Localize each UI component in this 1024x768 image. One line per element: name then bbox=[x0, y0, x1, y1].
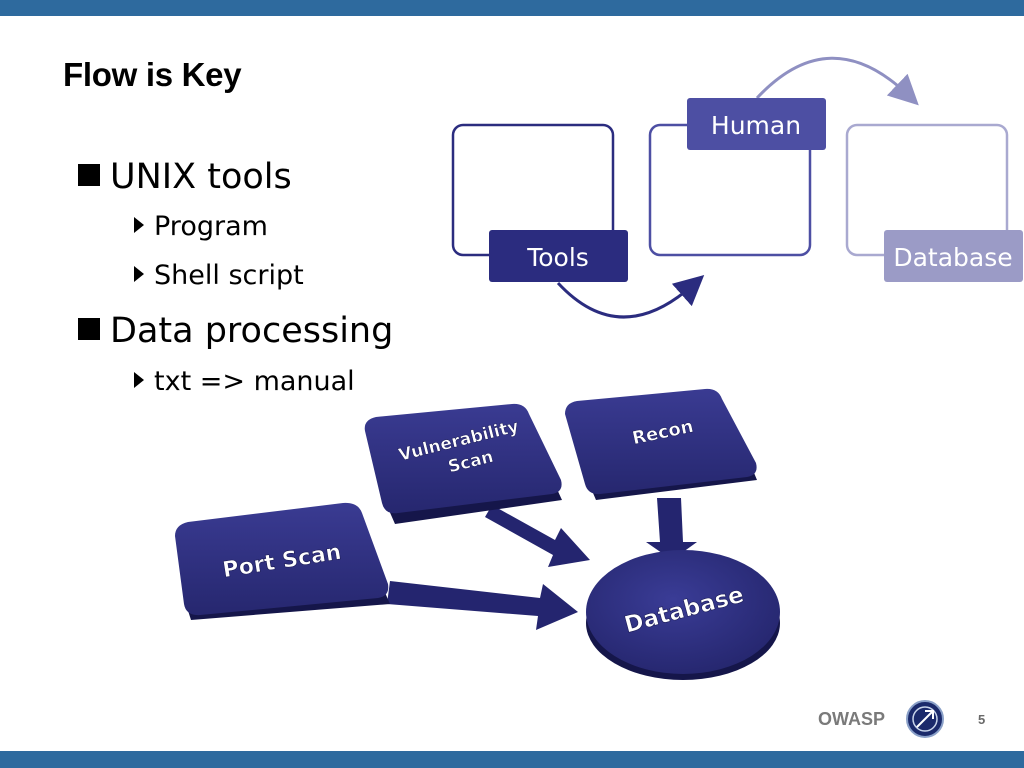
port-scan-slab bbox=[175, 502, 389, 616]
triangle-bullet-icon bbox=[134, 266, 144, 282]
arrow-tools-to-human bbox=[556, 275, 705, 319]
database-node: Database bbox=[586, 550, 780, 680]
step-human-box bbox=[687, 98, 826, 150]
sub-bullet-program: Program bbox=[134, 211, 268, 242]
recon-slab bbox=[565, 388, 757, 495]
top-accent-bar bbox=[0, 0, 1024, 16]
arrow-human-to-database bbox=[755, 56, 919, 106]
owasp-emblem-icon bbox=[906, 700, 944, 738]
sub-bullet-txt-manual: txt => manual bbox=[134, 366, 355, 397]
sub-bullet-shell-script: Shell script bbox=[134, 260, 304, 291]
bottom-accent-bar bbox=[0, 751, 1024, 768]
flow-3d-diagram: Port Scan Vulnerability Scan Recon Datab… bbox=[175, 388, 780, 680]
vulnerability-scan-slab bbox=[364, 403, 562, 514]
step-database-box bbox=[884, 230, 1023, 282]
triangle-bullet-icon bbox=[134, 217, 144, 233]
step-human-label: Human bbox=[711, 111, 801, 140]
owasp-wordmark: OWASP bbox=[818, 709, 886, 729]
square-bullet-icon bbox=[78, 318, 100, 340]
triangle-bullet-icon bbox=[134, 372, 144, 388]
bullet-data-processing: Data processing bbox=[78, 311, 393, 351]
slide-title: Flow is Key bbox=[63, 56, 242, 93]
arrow-portscan-to-database bbox=[387, 581, 578, 630]
square-bullet-icon bbox=[78, 164, 100, 186]
recon-node: Recon bbox=[565, 388, 757, 500]
process-diagram: Tools Human Database bbox=[451, 56, 1023, 319]
step-tools-box bbox=[489, 230, 628, 282]
arrow-recon-to-database bbox=[646, 498, 697, 560]
port-scan-node: Port Scan bbox=[175, 502, 390, 620]
bullet-unix-tools: UNIX tools bbox=[78, 157, 292, 197]
step-database-label: Database bbox=[893, 243, 1012, 272]
vulnerability-scan-node: Vulnerability Scan bbox=[364, 403, 562, 524]
database-disc bbox=[586, 550, 780, 674]
step-tools-label: Tools bbox=[526, 243, 589, 272]
arrow-vulnscan-to-database bbox=[485, 505, 590, 567]
page-number: 5 bbox=[978, 712, 986, 727]
